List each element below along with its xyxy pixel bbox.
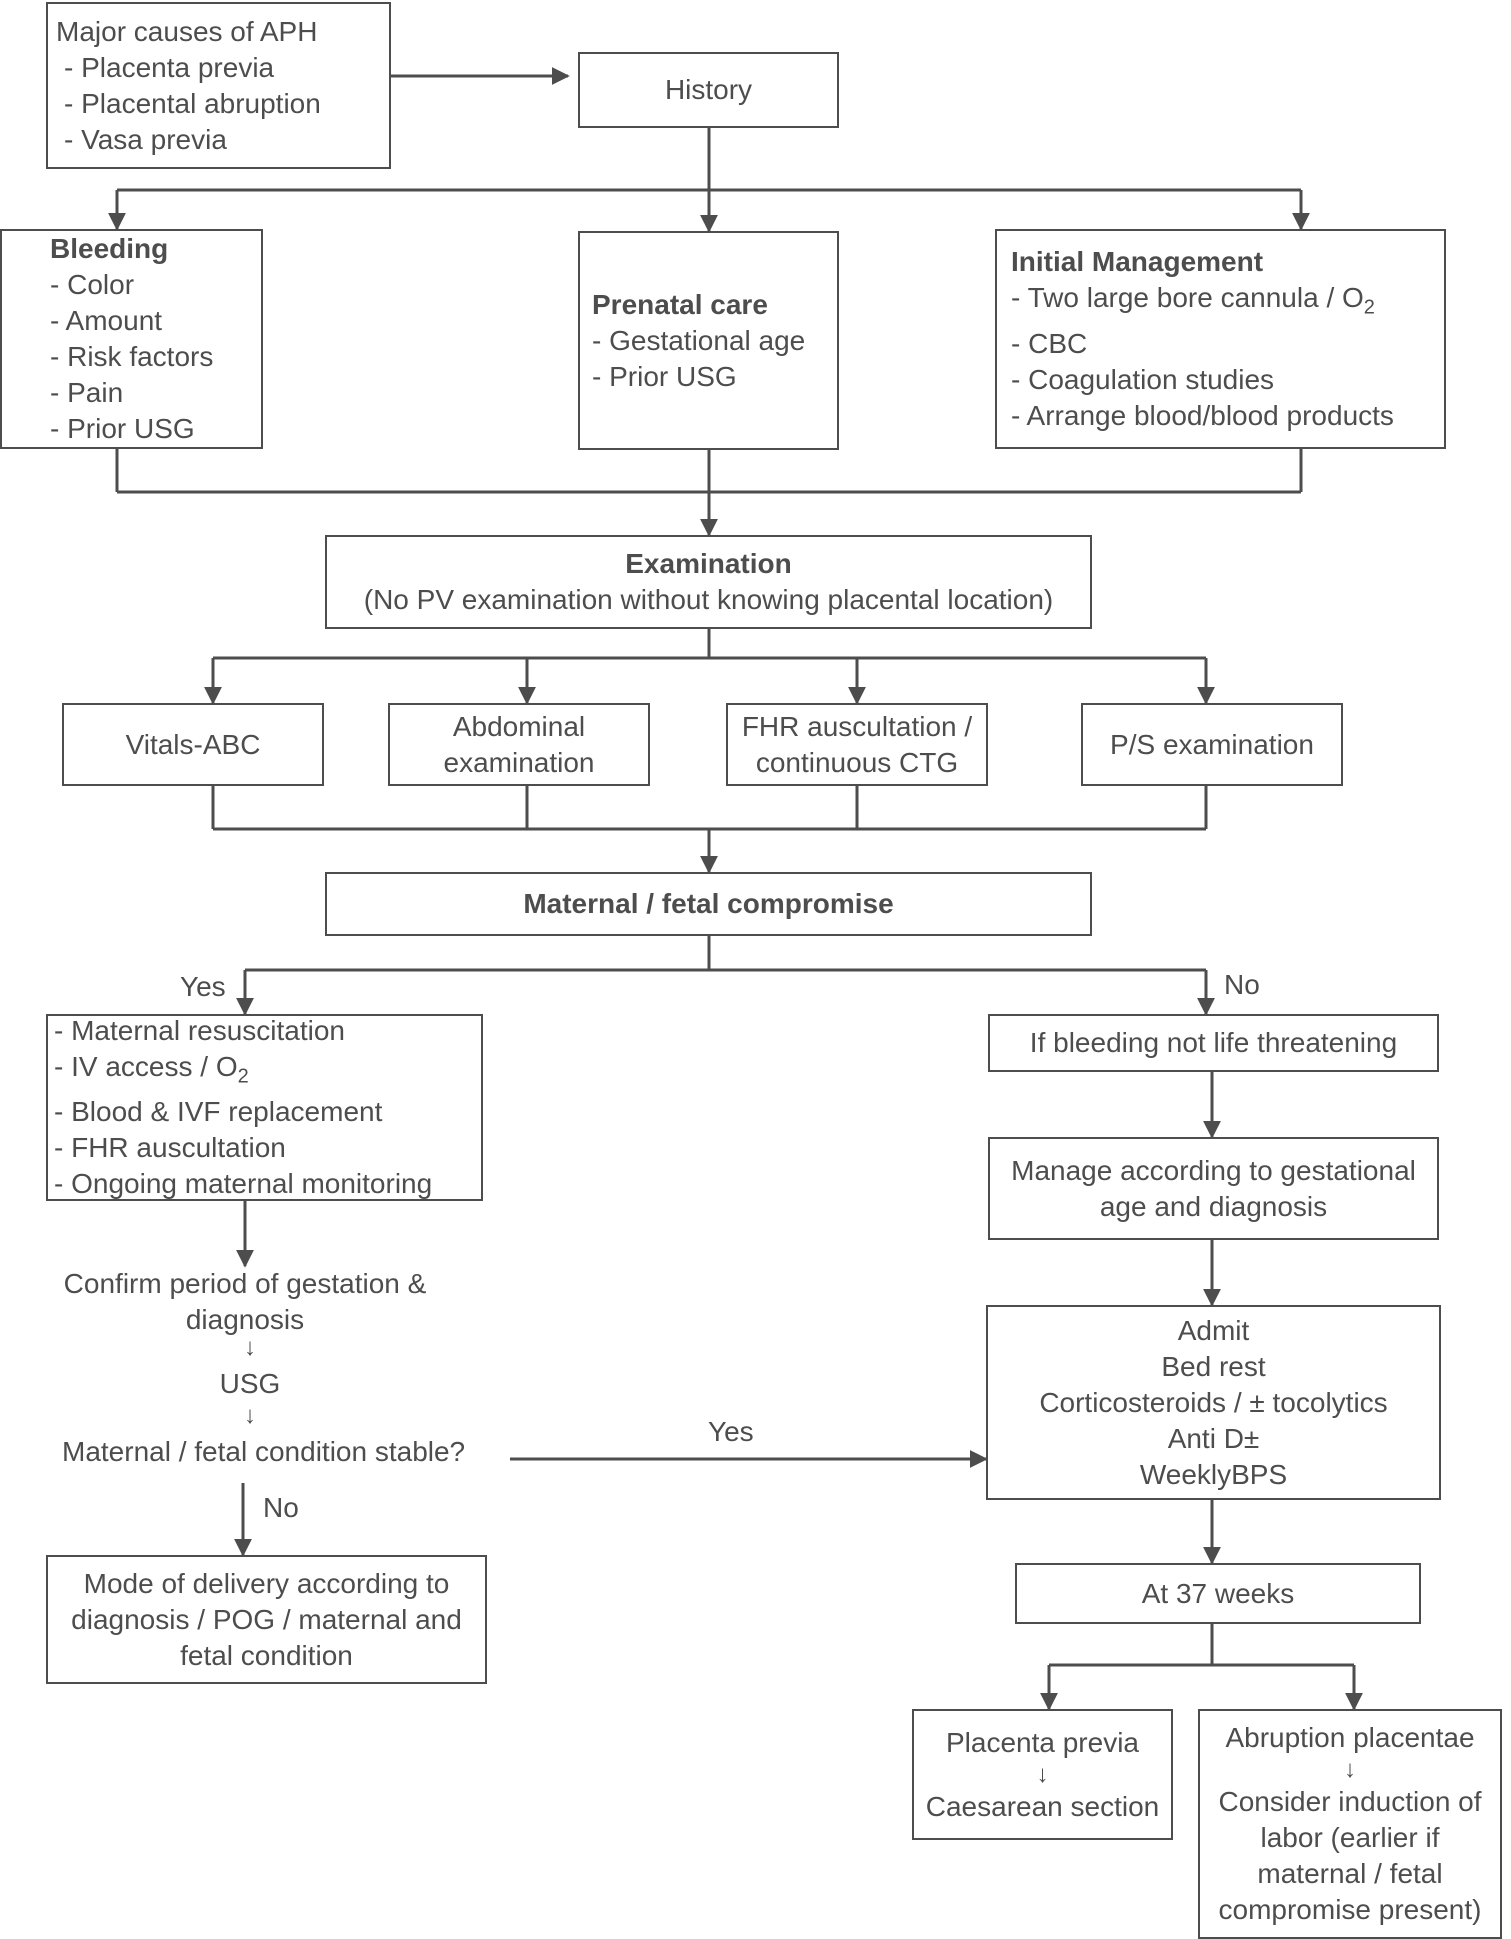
placenta-previa-box: Placenta previa ↓ Caesarean section	[912, 1709, 1173, 1840]
down-arrow: ↓	[1036, 1760, 1049, 1788]
mode-of-delivery-box: Mode of delivery according to diagnosis …	[46, 1555, 487, 1684]
resuscitation-box: - Maternal resuscitation - IV access / O…	[46, 1014, 483, 1201]
initial-management-title: Initial Management	[1011, 246, 1264, 278]
initial-item: - Two large bore cannula / O2	[1011, 280, 1375, 326]
ps-exam-box: P/S examination	[1081, 703, 1343, 786]
compromise-box: Maternal / fetal compromise	[325, 872, 1092, 936]
usg-text: USG	[219, 1368, 281, 1399]
previa-line: Placenta previa	[945, 1726, 1139, 1758]
bleeding-item: - Risk factors	[50, 341, 214, 372]
abruption-line: Consider induction of	[1218, 1786, 1482, 1817]
vitals-box: Vitals-ABC	[62, 703, 324, 786]
down-arrow: ↓	[244, 1402, 256, 1429]
manage-gestational-box: Manage according to gestational age and …	[988, 1137, 1439, 1240]
resus-item: - IV access / O2	[54, 1049, 249, 1095]
o2-subscript: 2	[1363, 296, 1375, 319]
resus-item: - FHR auscultation	[54, 1132, 286, 1164]
abruption-line: Abruption placentae	[1225, 1722, 1475, 1753]
vitals-label: Vitals-ABC	[125, 728, 261, 760]
admit-item: Admit	[1177, 1314, 1250, 1346]
not-life-label: If bleeding not life threatening	[1029, 1027, 1398, 1058]
resus-item-text: - IV access / O	[54, 1050, 238, 1082]
abdominal-line: examination	[443, 746, 595, 778]
no-label: No	[1224, 969, 1260, 1000]
compromise-label: Maternal / fetal compromise	[523, 888, 894, 919]
admit-box: Admit Bed rest Corticosteroids / ± tocol…	[986, 1305, 1441, 1500]
bleeding-item: - Prior USG	[50, 413, 195, 444]
resus-item: - Ongoing maternal monitoring	[54, 1168, 433, 1200]
down-arrow: ↓	[244, 1334, 256, 1361]
stable-no-label: No	[263, 1492, 299, 1523]
at-37-weeks-box: At 37 weeks	[1015, 1563, 1421, 1624]
resus-item: - Blood & IVF replacement	[54, 1096, 383, 1128]
prenatal-care-title: Prenatal care	[592, 288, 768, 320]
bleeding-item: - Amount	[50, 305, 163, 336]
ps-label: P/S examination	[1110, 728, 1314, 760]
major-causes-title: Major causes of APH	[56, 15, 318, 47]
initial-item: - Arrange blood/blood products	[1011, 399, 1394, 431]
fhr-line: continuous CTG	[755, 746, 959, 778]
initial-management-box: Initial Management - Two large bore cann…	[995, 229, 1446, 449]
o2-subscript: 2	[237, 1065, 249, 1088]
admit-item: Anti D±	[1167, 1422, 1260, 1454]
abruption-line: maternal / fetal	[1257, 1858, 1443, 1889]
prenatal-item: - Prior USG	[592, 360, 737, 392]
cause-item: - Placenta previa	[64, 51, 275, 83]
prenatal-item: - Gestational age	[592, 324, 806, 356]
cause-item: - Placental abruption	[64, 87, 321, 119]
confirm-gestation-text: Confirm period of gestation & diagnosis	[30, 1266, 460, 1338]
bleeding-item: - Pain	[50, 377, 124, 408]
stable-yes-label: Yes	[708, 1416, 754, 1447]
initial-item-text: - Two large bore cannula / O	[1011, 282, 1364, 314]
bleeding-title: Bleeding	[50, 233, 169, 264]
at37-label: At 37 weeks	[1141, 1577, 1295, 1609]
abdominal-line: Abdominal	[452, 710, 586, 742]
fhr-line: FHR auscultation /	[741, 710, 973, 742]
abruption-placentae-box: Abruption placentae ↓ Consider induction…	[1198, 1709, 1502, 1939]
examination-subtitle: (No PV examination without knowing place…	[363, 584, 1054, 615]
resus-item: - Maternal resuscitation	[54, 1014, 346, 1046]
examination-box: Examination (No PV examination without k…	[325, 535, 1092, 629]
initial-item: - Coagulation studies	[1011, 363, 1275, 395]
stable-question-text: Maternal / fetal condition stable?	[62, 1436, 466, 1467]
admit-item: Corticosteroids / ± tocolytics	[1039, 1386, 1388, 1418]
examination-title: Examination	[625, 548, 792, 579]
abruption-line: compromise present)	[1218, 1894, 1482, 1925]
manage-line: Manage according to gestational	[1011, 1154, 1416, 1186]
bleeding-item: - Color	[50, 269, 135, 300]
bleeding-box: Bleeding - Color - Amount - Risk factors…	[0, 229, 263, 449]
manage-line: age and diagnosis	[1099, 1190, 1328, 1222]
mode-line: fetal condition	[180, 1639, 353, 1671]
mode-line: diagnosis / POG / maternal and	[71, 1603, 462, 1635]
previa-line: Caesarean section	[925, 1790, 1160, 1822]
confirm-line: diagnosis	[185, 1304, 305, 1335]
cause-item: - Vasa previa	[64, 123, 227, 155]
admit-item: WeeklyBPS	[1139, 1458, 1288, 1490]
mode-line: Mode of delivery according to	[83, 1567, 450, 1599]
down-arrow: ↓	[1344, 1756, 1356, 1783]
confirm-line: Confirm period of gestation &	[63, 1268, 427, 1299]
prenatal-care-box: Prenatal care - Gestational age - Prior …	[578, 231, 839, 450]
admit-item: Bed rest	[1161, 1350, 1266, 1382]
initial-item: - CBC	[1011, 327, 1088, 359]
not-life-threatening-box: If bleeding not life threatening	[988, 1014, 1439, 1072]
history-box: History	[578, 52, 839, 128]
abdominal-exam-box: Abdominal examination	[388, 703, 650, 786]
yes-label: Yes	[180, 971, 226, 1002]
fhr-box: FHR auscultation / continuous CTG	[726, 703, 988, 786]
history-label: History	[664, 74, 753, 105]
abruption-line: labor (earlier if	[1260, 1822, 1440, 1853]
major-causes-box: Major causes of APH - Placenta previa - …	[46, 2, 391, 169]
